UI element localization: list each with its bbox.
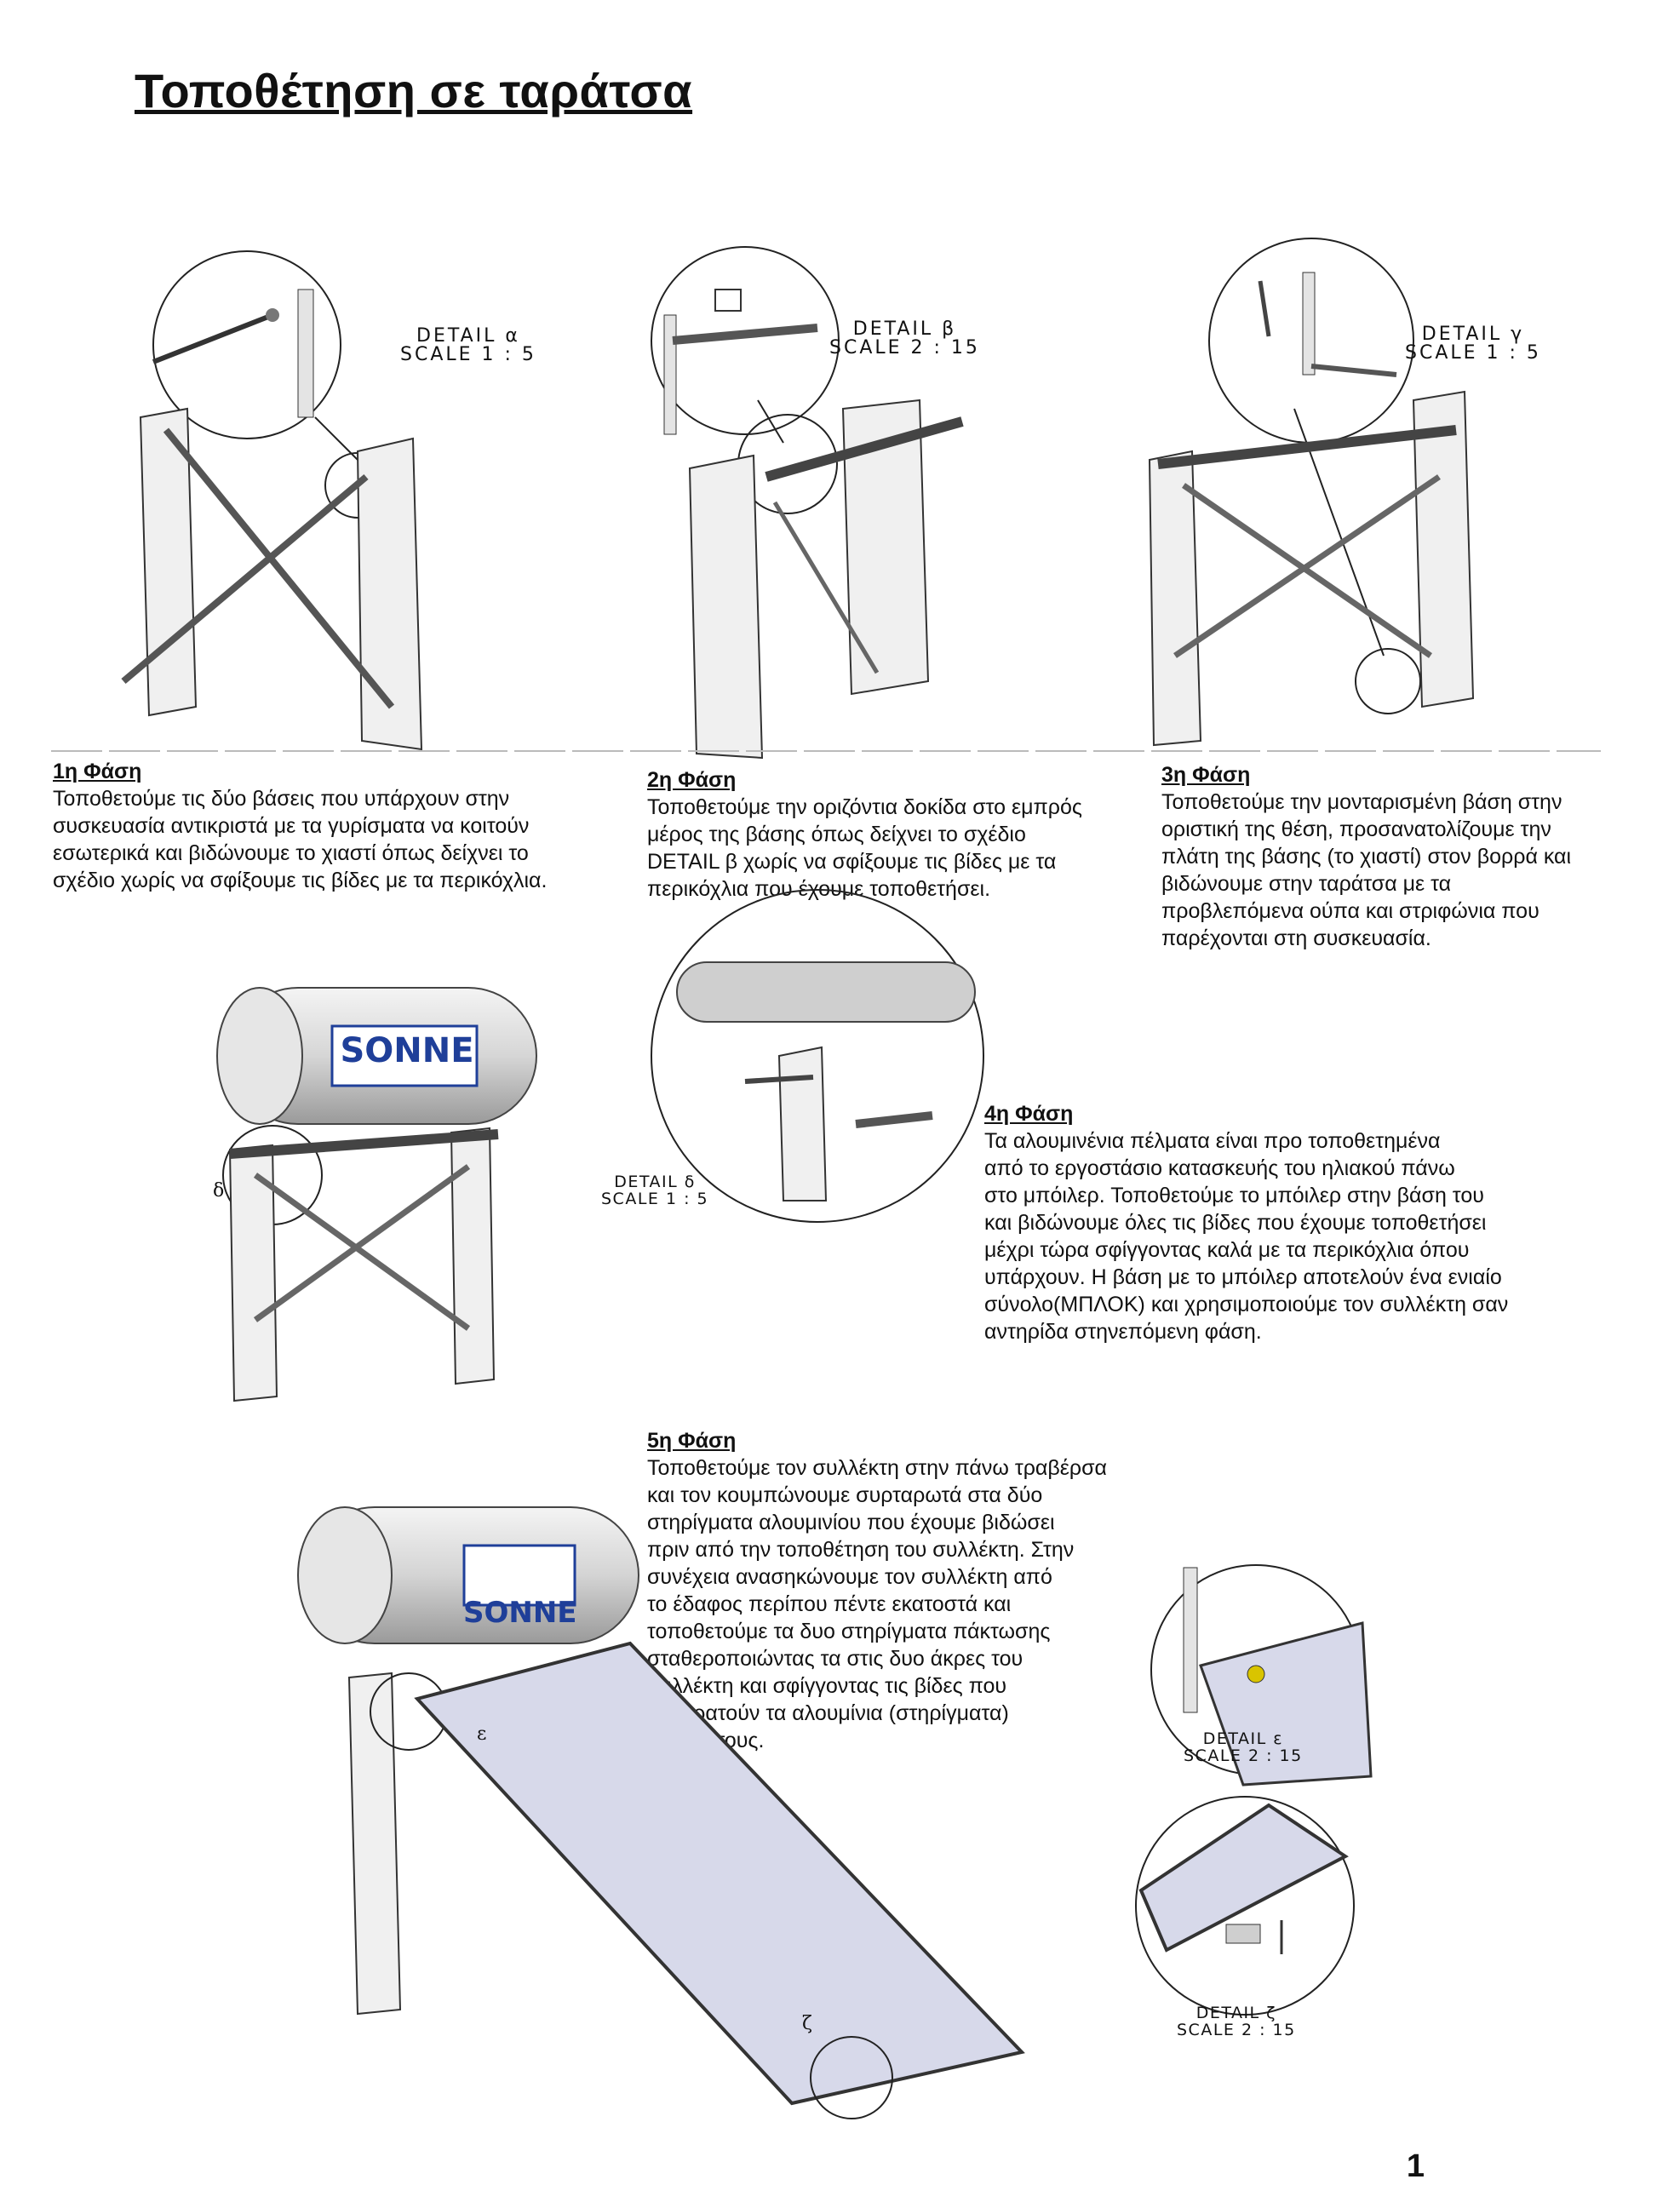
page-title: Τοποθέτηση σε ταράτσα: [135, 64, 693, 118]
detail-zeta-label: DETAIL ζ SCALE 2 : 15: [1177, 2004, 1296, 2039]
figure-detail-delta: [651, 889, 984, 1223]
detail-epsilon-label: DETAIL ε SCALE 2 : 15: [1184, 1730, 1303, 1764]
boiler-brand-logo: SONNE: [340, 1031, 474, 1070]
detail-beta-scale: SCALE 2 : 15: [829, 337, 980, 358]
detail-alpha-name: DETAIL α: [416, 325, 520, 347]
detail-gamma-scale: SCALE 1 : 5: [1405, 342, 1541, 364]
detail-gamma-label: DETAIL γ SCALE 1 : 5: [1405, 325, 1541, 363]
step-5-text: Τοποθετούμε τον συλλέκτη στην πάνω τραβέ…: [647, 1456, 1108, 1752]
separator-line: [51, 750, 1601, 752]
callout-zeta: ζ: [802, 2013, 812, 2034]
step-3-text: Τοποθετούμε την μονταρισμένη βάση στην ο…: [1161, 790, 1572, 950]
detail-epsilon-scale: SCALE 2 : 15: [1184, 1746, 1303, 1765]
step-4-text: Τα αλουμινένια πέλματα είναι προ τοποθετ…: [984, 1129, 1509, 1344]
step-1-text: Τοποθετούμε τις δύο βάσεις που υπάρχουν …: [53, 787, 548, 892]
detail-delta-scale: SCALE 1 : 5: [601, 1190, 709, 1208]
figure-step4-boiler-on-stand: [216, 987, 537, 1402]
step-2: 2η Φάση Τοποθετούμε την οριζόντια δοκίδα…: [647, 766, 1141, 903]
detail-alpha-scale: SCALE 1 : 5: [400, 344, 536, 365]
figure-step1-stand: [121, 250, 423, 751]
step-5: 5η Φάση Τοποθετούμε τον συλλέκτη στην πά…: [647, 1427, 1209, 1754]
figure-step2-beam: [651, 246, 964, 760]
step-2-text: Τοποθετούμε την οριζόντια δοκίδα στο εμπ…: [647, 795, 1082, 901]
figure-step5-collector: [297, 1506, 1025, 2119]
detail-beta-label: DETAIL β SCALE 2 : 15: [829, 320, 980, 358]
step-5-heading: 5η Φάση: [647, 1429, 737, 1453]
callout-epsilon: ε: [477, 1723, 487, 1745]
detail-delta-name: DETAIL δ: [614, 1173, 696, 1191]
detail-epsilon-name: DETAIL ε: [1202, 1729, 1283, 1748]
detail-zeta-scale: SCALE 2 : 15: [1177, 2021, 1296, 2039]
page-number: 1: [1406, 2148, 1425, 2184]
step-3-heading: 3η Φάση: [1161, 763, 1251, 787]
step-3: 3η Φάση Τοποθετούμε την μονταρισμένη βάσ…: [1161, 761, 1647, 952]
figure-detail-zeta: [1135, 1796, 1355, 2016]
detail-beta-name: DETAIL β: [852, 318, 957, 340]
detail-alpha-label: DETAIL α SCALE 1 : 5: [400, 327, 536, 364]
detail-delta-label: DETAIL δ SCALE 1 : 5: [601, 1173, 708, 1207]
figure-detail-epsilon: [1150, 1564, 1373, 1786]
callout-delta: δ: [213, 1180, 225, 1201]
collector-brand-logo: SONNE: [463, 1596, 577, 1630]
detail-gamma-name: DETAIL γ: [1421, 324, 1525, 345]
figure-step3-assembled-stand: [1148, 238, 1475, 747]
detail-zeta-name: DETAIL ζ: [1195, 2004, 1277, 2022]
step-1: 1η Φάση Τοποθετούμε τις δύο βάσεις που υ…: [53, 758, 615, 894]
step-1-heading: 1η Φάση: [53, 760, 142, 783]
step-2-heading: 2η Φάση: [647, 768, 737, 792]
step-4-heading: 4η Φάση: [984, 1102, 1074, 1126]
step-4: 4η Φάση Τα αλουμινένια πέλματα είναι προ…: [984, 1100, 1631, 1345]
